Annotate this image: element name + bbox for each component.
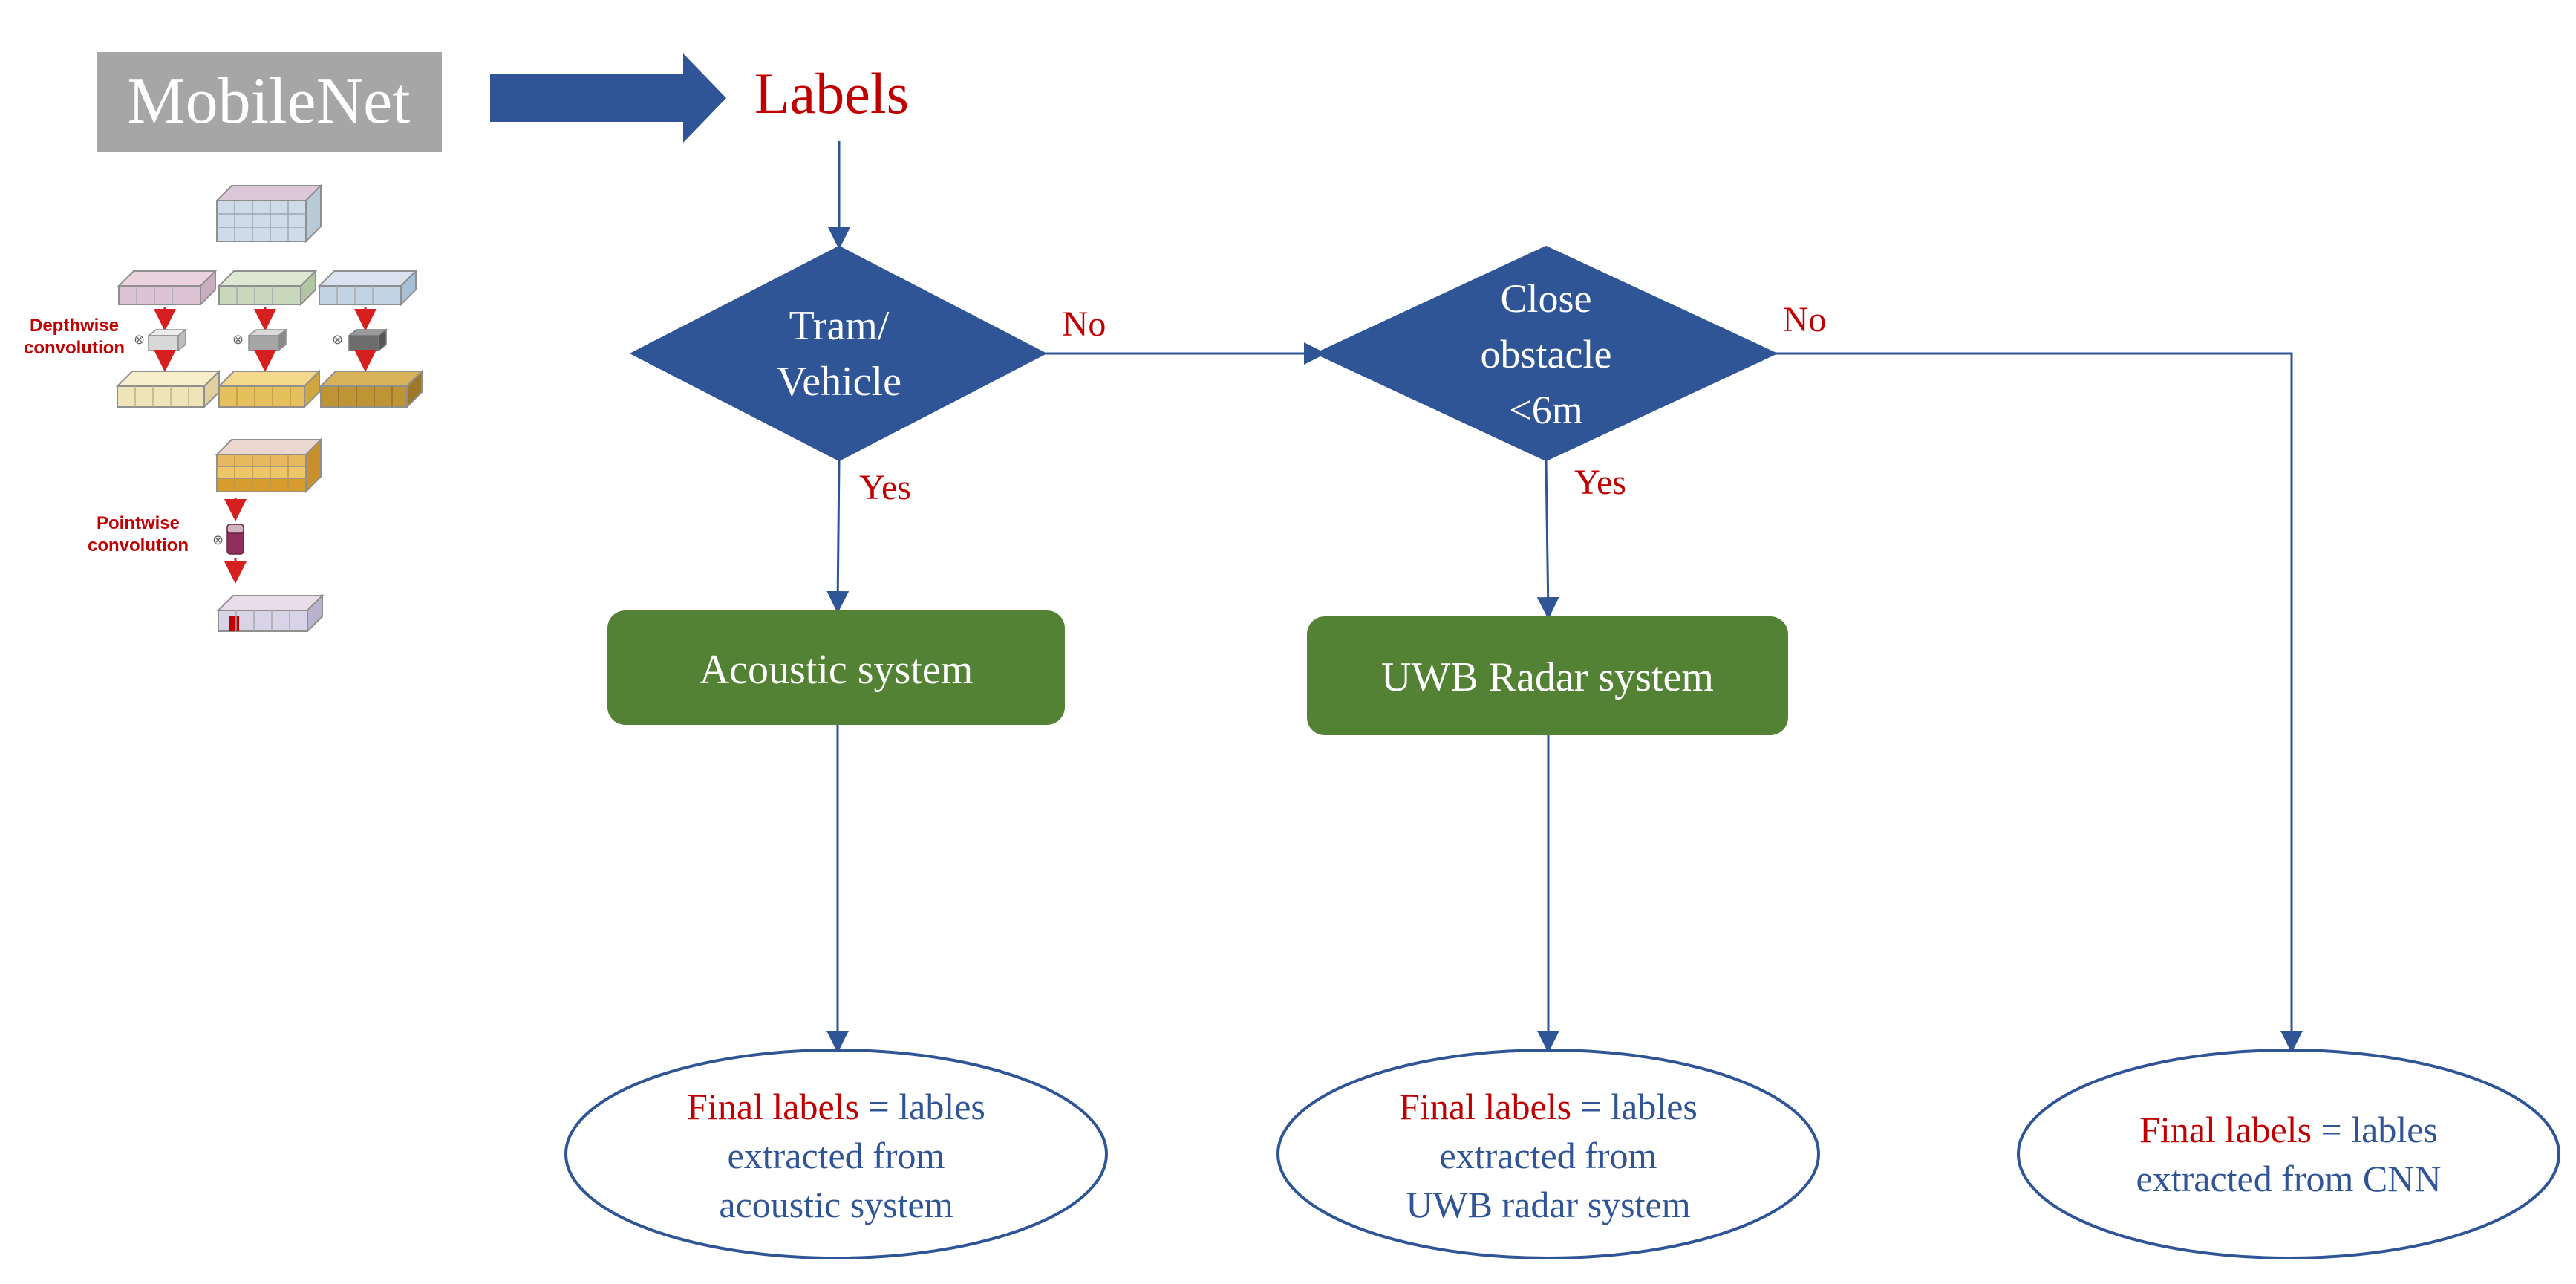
obstacle-yes-label: Yes <box>1574 463 1626 502</box>
pointwise-label-line2: convolution <box>88 535 189 555</box>
mobilenet-label: MobileNet <box>127 65 410 137</box>
uwb-outcome-line3: UWB radar system <box>1406 1184 1690 1225</box>
stacked-output-block <box>215 437 323 494</box>
labels-title: Labels <box>754 61 909 126</box>
pointwise-label-line1: Pointwise <box>97 513 180 533</box>
depthwise-label-line1: Depthwise <box>30 316 119 336</box>
process-acoustic: Acoustic system <box>607 610 1065 725</box>
uwb-outcome-line2: extracted from <box>1440 1135 1657 1176</box>
tram-yes-label: Yes <box>859 468 911 507</box>
depthwise-label-line2: convolution <box>24 338 125 358</box>
uwb-radar-system-label: UWB Radar system <box>1381 654 1714 700</box>
outcome-cnn: Final labels = lables extracted from CNN <box>2017 1049 2560 1259</box>
outcome-acoustic: Final labels = lables extracted from aco… <box>564 1049 1108 1259</box>
uwb-outcome-line1: Final labels = lables <box>1399 1086 1698 1127</box>
acoustic-system-label: Acoustic system <box>700 647 974 693</box>
channel-slice-pink <box>117 269 218 307</box>
mobilenet-header: MobileNet <box>97 52 442 152</box>
decision-close-obstacle: Close obstacle <6m <box>1314 245 1778 462</box>
svg-text:⊗: ⊗ <box>212 532 224 547</box>
input-tensor-block <box>215 183 323 244</box>
close-obstacle-line1: Close <box>1500 276 1591 321</box>
acoustic-outcome-ellipse <box>564 1049 1108 1259</box>
tram-vehicle-line1: Tram/ <box>789 303 890 349</box>
tram-no-label: No <box>1063 304 1106 344</box>
cnn-outcome-ellipse <box>2017 1049 2560 1259</box>
process-uwb: UWB Radar system <box>1307 616 1788 735</box>
channel-slice-blue <box>317 269 418 307</box>
acoustic-system-box <box>607 610 1065 725</box>
close-obstacle-line3: <6m <box>1509 388 1582 432</box>
big-right-arrow <box>490 53 726 143</box>
close-obstacle-line2: obstacle <box>1481 332 1612 377</box>
tram-vehicle-line2: Vehicle <box>777 359 901 405</box>
svg-text:⊗: ⊗ <box>134 332 145 347</box>
mobilenet-box <box>97 52 442 152</box>
close-obstacle-diamond <box>1314 245 1778 462</box>
mobilenet-convolution-figure: ⊗ ⊗ ⊗ <box>24 183 424 633</box>
cnn-outcome-line1: Final labels = lables <box>2139 1109 2438 1150</box>
uwb-outcome-ellipse <box>1276 1049 1820 1259</box>
cnn-outcome-line2: extracted from CNN <box>2136 1158 2442 1199</box>
obstacle-no-label: No <box>1783 300 1827 339</box>
depthwise-output-slices <box>115 369 424 409</box>
connector-lines <box>826 141 2303 1053</box>
svg-text:⊗: ⊗ <box>232 332 244 347</box>
acoustic-outcome-line3: acoustic system <box>719 1184 953 1225</box>
pointwise-kernel: ⊗ <box>212 524 244 555</box>
depthwise-kernels: ⊗ ⊗ ⊗ <box>134 328 388 352</box>
acoustic-outcome-line1: Final labels = lables <box>687 1086 985 1127</box>
channel-slice-green <box>217 269 318 307</box>
final-output-slice <box>216 593 325 633</box>
acoustic-outcome-line2: extracted from <box>728 1135 945 1176</box>
outcome-uwb: Final labels = lables extracted from UWB… <box>1276 1049 1820 1259</box>
svg-text:⊗: ⊗ <box>332 332 343 347</box>
tram-vehicle-diamond <box>629 245 1048 462</box>
decision-tram-vehicle: Tram/ Vehicle <box>629 245 1048 462</box>
uwb-radar-system-box <box>1307 616 1788 735</box>
